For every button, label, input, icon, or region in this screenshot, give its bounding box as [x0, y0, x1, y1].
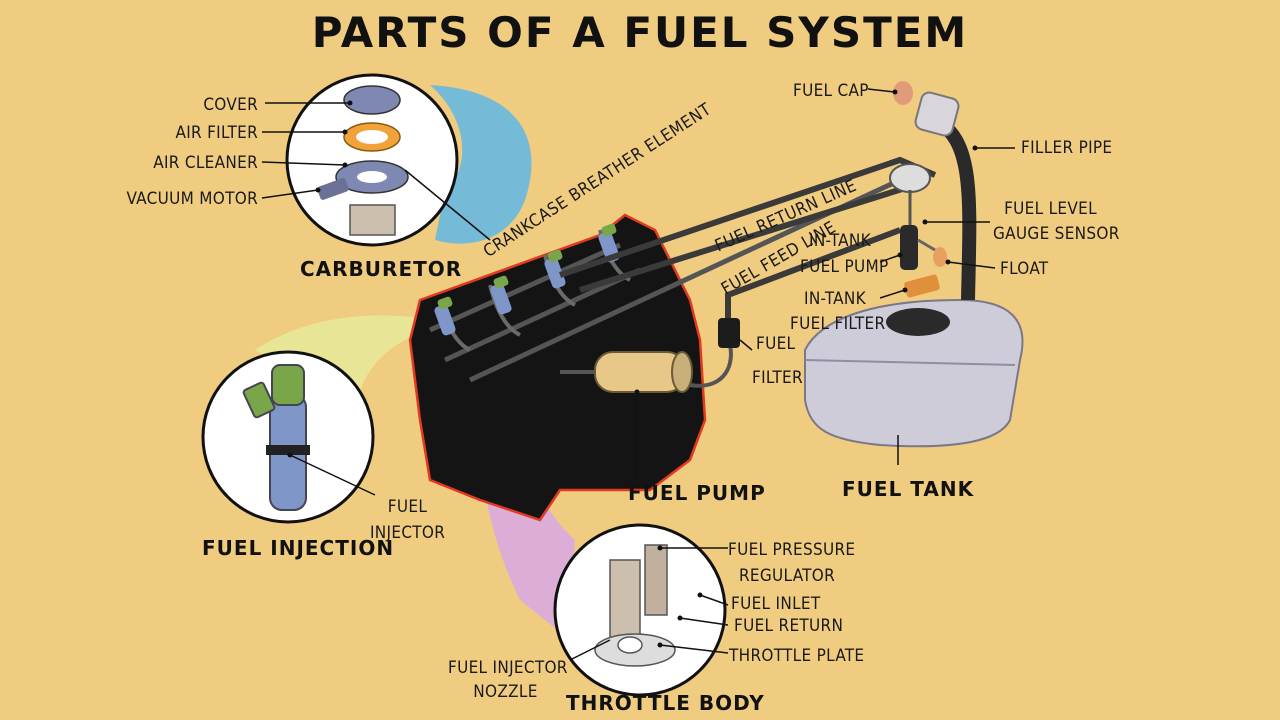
label-in-tank-filter: IN-TANK FUEL FILTER: [790, 288, 886, 335]
in-tank-assembly: [889, 163, 947, 298]
label-pump-line2: FUEL PUMP: [800, 257, 889, 277]
label-vacuum-motor: VACUUM MOTOR: [126, 189, 258, 209]
engine-injectors: [434, 223, 620, 336]
label-fuel-filter: FUEL FILTER: [752, 333, 803, 389]
fuel-cap-assembly: [893, 81, 960, 137]
carburetor-callout: [285, 73, 459, 247]
group-carburetor: CARBURETOR: [300, 257, 463, 281]
label-pressure-line2: REGULATOR: [738, 566, 836, 586]
injection-callout: [201, 350, 375, 524]
label-fuel-inlet: FUEL INLET: [731, 594, 821, 614]
group-fuel-pump: FUEL PUMP: [628, 481, 766, 505]
inline-fuel-filter: [718, 318, 740, 348]
throttle-callout: [553, 523, 727, 697]
fuel-tank: [804, 298, 1024, 448]
label-nozzle-line2: NOZZLE: [473, 682, 538, 702]
label-filter-line2: FUEL FILTER: [790, 314, 886, 334]
label-filter-line1: IN-TANK: [804, 289, 866, 309]
label-injector-line2: INJECTOR: [370, 523, 446, 543]
label-float: FLOAT: [1000, 259, 1049, 279]
label-fuel-pressure-regulator: FUEL PRESSURE REGULATOR: [728, 539, 856, 587]
label-fuel-cap: FUEL CAP: [793, 81, 869, 101]
label-fuel-return: FUEL RETURN: [734, 616, 844, 636]
label-fuel-injector: FUEL INJECTOR: [370, 496, 445, 544]
label-fuel-level-gauge: FUEL LEVEL GAUGE SENSOR: [993, 198, 1120, 245]
label-throttle-plate: THROTTLE PLATE: [729, 646, 865, 666]
group-fuel-injection: FUEL INJECTION: [202, 536, 395, 560]
label-fuel-injector-nozzle: FUEL INJECTOR NOZZLE: [448, 657, 568, 703]
engine-block: [408, 213, 707, 522]
fuel-pump-cylinder: [560, 344, 733, 393]
label-pump-line1: IN-TANK: [809, 231, 871, 251]
label-air-filter: AIR FILTER: [175, 123, 258, 143]
label-air-cleaner: AIR CLEANER: [153, 153, 258, 173]
label-pressure-line1: FUEL PRESSURE: [728, 540, 856, 560]
label-fuel-filter-line1: FUEL: [756, 334, 796, 354]
group-throttle-body: THROTTLE BODY: [566, 691, 765, 715]
leader-dots: [287, 89, 978, 648]
label-in-tank-pump: IN-TANK FUEL PUMP: [800, 230, 889, 278]
label-gauge-line1: FUEL LEVEL: [1004, 199, 1097, 219]
leader-lines: [261, 88, 1015, 661]
label-filler-pipe: FILLER PIPE: [1021, 138, 1113, 158]
label-gauge-line2: GAUGE SENSOR: [993, 224, 1120, 244]
label-nozzle-line1: FUEL INJECTOR: [448, 658, 568, 678]
carburetor-beam: [430, 85, 532, 244]
label-injector-line1: FUEL: [387, 497, 428, 517]
label-fuel-filter-line2: FILTER: [752, 368, 803, 388]
group-fuel-tank: FUEL TANK: [842, 477, 975, 501]
page-title: PARTS OF A FUEL SYSTEM: [311, 8, 969, 57]
label-cover: COVER: [203, 95, 258, 115]
